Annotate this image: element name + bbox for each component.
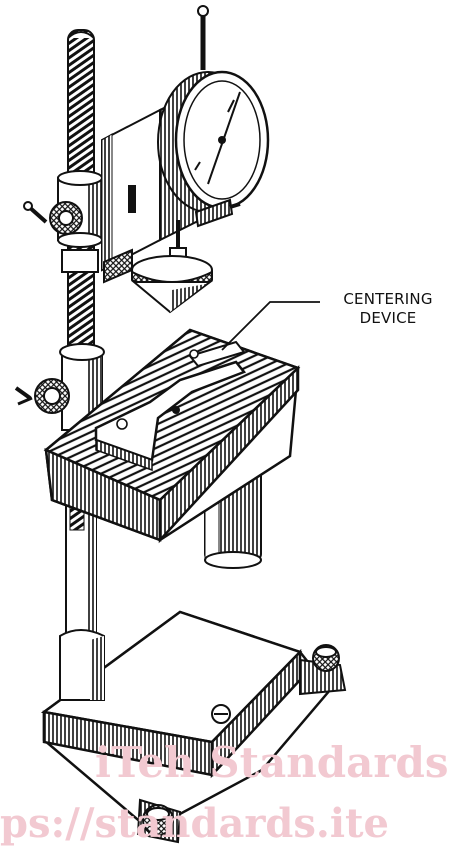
callout-leader bbox=[221, 301, 320, 351]
base-plate bbox=[40, 610, 332, 832]
dial-gauge bbox=[157, 5, 270, 213]
callout-line-1: CENTERING bbox=[343, 290, 433, 308]
lower-column bbox=[65, 499, 97, 651]
leveling-foot-front-icon[interactable] bbox=[136, 798, 182, 844]
gauge-side-knob-icon[interactable] bbox=[194, 198, 241, 228]
spindle-cone bbox=[131, 220, 213, 314]
watermark-line-1: iTeh Standards bbox=[95, 738, 449, 787]
centering-device bbox=[94, 340, 247, 472]
leveling-foot-right-icon[interactable] bbox=[299, 644, 347, 696]
upper-clamp-knob-icon[interactable] bbox=[23, 201, 83, 235]
work-table bbox=[43, 328, 301, 544]
callout-label-centering-device: CENTERING DEVICE bbox=[318, 290, 458, 328]
table-clamp-knob-icon[interactable] bbox=[14, 378, 70, 414]
callout-line-2: DEVICE bbox=[359, 309, 417, 327]
watermark-line-2: ps://standards.ite bbox=[0, 800, 389, 847]
